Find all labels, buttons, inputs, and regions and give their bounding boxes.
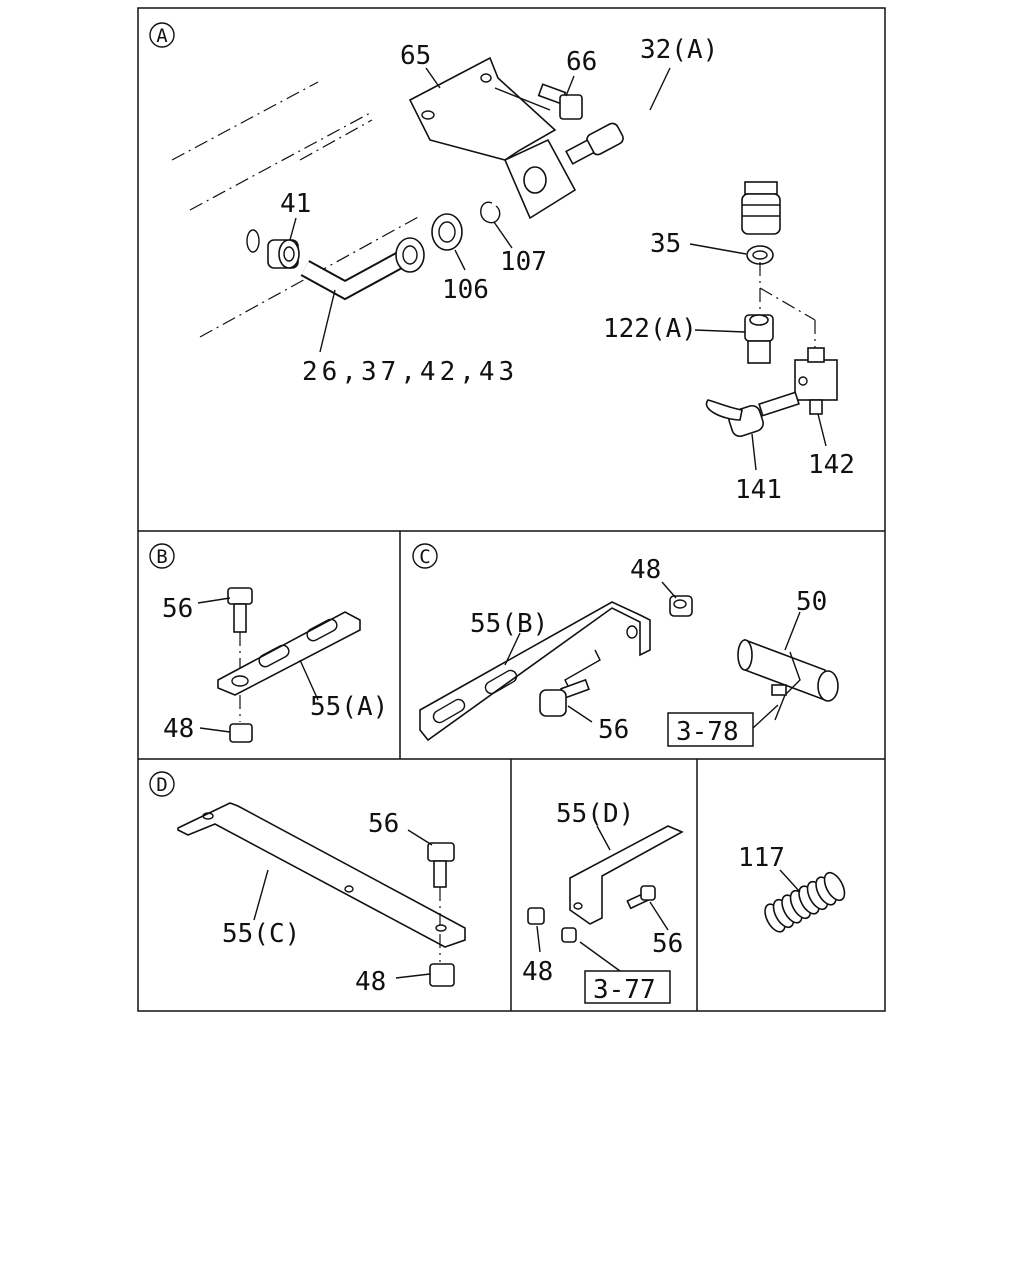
callout-141: 141	[735, 475, 782, 505]
drain-cock-141	[705, 391, 800, 438]
callout-56-b: 56	[162, 594, 193, 624]
frame-centerlines	[171, 81, 421, 338]
bolt-56-b	[227, 587, 253, 675]
ref-box-3-78	[667, 704, 779, 747]
bracket-55c	[177, 802, 466, 948]
callout-107: 107	[500, 247, 547, 277]
callout-66: 66	[566, 47, 597, 77]
nut-48-b	[229, 695, 253, 743]
svg-text:B: B	[156, 546, 167, 568]
leaders-a	[289, 67, 827, 471]
callout-56-d: 56	[368, 809, 399, 839]
spring-coil	[823, 871, 846, 902]
pipe-26-37-42-43	[300, 237, 425, 301]
svg-text:A: A	[156, 25, 168, 47]
callout-56-c: 56	[598, 715, 629, 745]
sleeve-106	[431, 213, 463, 251]
callout-26-37-42-43: 26,37,42,43	[302, 357, 518, 387]
callout-48-d: 48	[355, 967, 386, 997]
callout-55d: 55(D)	[556, 799, 634, 829]
leaders-b	[197, 597, 319, 733]
svg-text:C: C	[419, 546, 430, 568]
nut-48-c	[669, 595, 693, 617]
tee-block-142	[794, 347, 838, 415]
section-marker-c: C	[412, 543, 438, 569]
bolt-66	[537, 83, 583, 120]
section-marker-a: A	[149, 22, 175, 48]
callout-56-e: 56	[652, 929, 683, 959]
bracket-55a	[217, 611, 361, 696]
leaders-d	[253, 829, 433, 979]
pipe-32a	[565, 87, 781, 235]
bracket-55b	[419, 601, 651, 742]
callout-117: 117	[738, 843, 785, 873]
section-marker-b: B	[149, 543, 175, 569]
callout-ref-3-78[interactable]: 3-78	[676, 717, 739, 747]
callout-32a: 32(A)	[640, 35, 718, 65]
bracket-65	[408, 56, 577, 220]
bolt-56-c	[539, 678, 590, 717]
panel-frames	[137, 7, 886, 1012]
section-marker-d: D	[149, 771, 175, 797]
leaders-c	[504, 581, 801, 723]
callout-48-e: 48	[522, 957, 553, 987]
callout-35: 35	[650, 229, 681, 259]
washer-35	[746, 245, 774, 265]
clip-107	[480, 201, 501, 224]
callout-ref-3-77[interactable]: 3-77	[593, 975, 656, 1005]
spring-117	[764, 871, 846, 933]
callout-48-c: 48	[630, 555, 661, 585]
callout-48-b: 48	[163, 714, 194, 744]
svg-text:D: D	[156, 774, 167, 796]
bolt-56-d	[427, 842, 455, 925]
callout-50: 50	[796, 587, 827, 617]
callout-55b: 55(B)	[470, 609, 548, 639]
grommet-41	[246, 229, 300, 269]
callout-142: 142	[808, 450, 855, 480]
bolt-56-e	[626, 885, 656, 910]
nut-48-d	[429, 934, 455, 987]
ref-box-3-77	[579, 941, 671, 1004]
fitting-122a	[744, 262, 816, 364]
callout-55a: 55(A)	[310, 692, 388, 722]
callout-106: 106	[442, 275, 489, 305]
callout-41: 41	[280, 189, 311, 219]
hose-clamp-50	[737, 638, 839, 721]
callout-122a: 122(A)	[603, 314, 697, 344]
leaders-e	[536, 825, 669, 953]
bracket-55d	[569, 825, 684, 925]
callout-65: 65	[400, 41, 431, 71]
nut-48-e	[527, 907, 577, 943]
callout-55c: 55(C)	[222, 919, 300, 949]
